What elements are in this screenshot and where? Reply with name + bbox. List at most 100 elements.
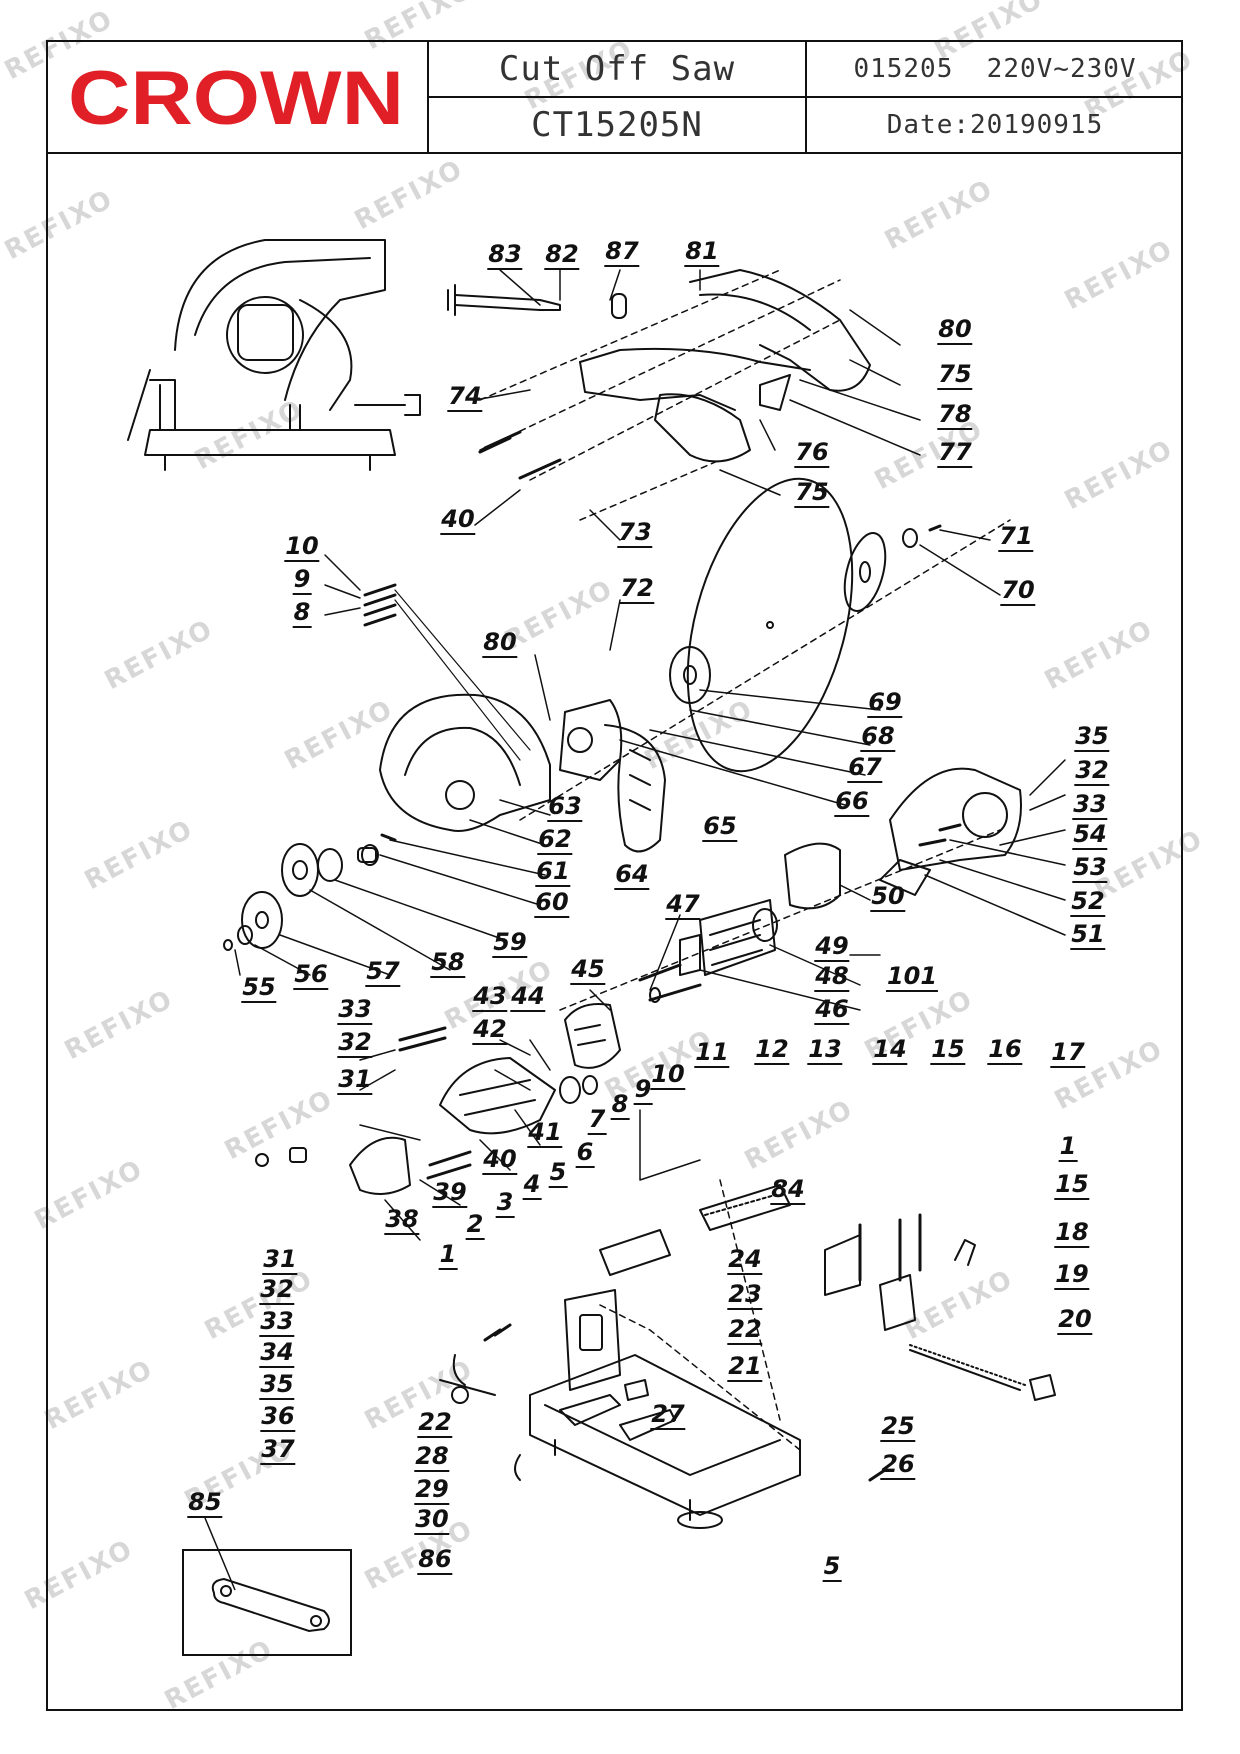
label-72: 72 — [619, 574, 655, 604]
label-73: 73 — [617, 518, 653, 548]
voltage: 220V~230V — [986, 54, 1137, 84]
label-58: 58 — [430, 948, 466, 978]
crown-logo: CROWN — [66, 58, 406, 138]
label-51: 51 — [1070, 920, 1106, 950]
svg-text:CROWN: CROWN — [68, 58, 404, 138]
label-85: 85 — [187, 1488, 223, 1518]
label-7: 7 — [587, 1105, 607, 1135]
header-bottom-rule — [46, 152, 1183, 154]
label-83: 83 — [487, 240, 523, 270]
label-101: 101 — [885, 962, 939, 992]
label-3: 3 — [495, 1188, 515, 1218]
label-49: 49 — [814, 932, 850, 962]
motor-housing — [679, 767, 1022, 976]
label-36: 36 — [260, 1402, 296, 1432]
date-cell: Date:20190915 — [886, 110, 1104, 140]
label-38: 38 — [384, 1205, 420, 1235]
label-70: 70 — [1000, 576, 1036, 606]
label-78: 78 — [937, 400, 973, 430]
label-84: 84 — [770, 1175, 806, 1205]
label-10: 10 — [650, 1060, 686, 1090]
label-75: 75 — [937, 360, 973, 390]
label-57: 57 — [365, 957, 401, 987]
header-mid-rule — [427, 96, 1183, 98]
label-22: 22 — [727, 1315, 763, 1345]
label-33: 33 — [337, 995, 373, 1025]
label-63: 63 — [547, 792, 583, 822]
label-15: 15 — [1054, 1170, 1090, 1200]
label-45: 45 — [570, 955, 606, 985]
label-53: 53 — [1072, 853, 1108, 883]
label-35: 35 — [1074, 722, 1110, 752]
label-69: 69 — [867, 688, 903, 718]
label-32: 32 — [259, 1275, 295, 1305]
label-2: 2 — [465, 1210, 485, 1240]
label-40: 40 — [440, 505, 476, 535]
label-30: 30 — [414, 1505, 450, 1535]
wrench-inset-box — [182, 1549, 352, 1656]
label-62: 62 — [537, 825, 573, 855]
label-41: 41 — [527, 1118, 563, 1148]
label-19: 19 — [1054, 1260, 1090, 1290]
label-81: 81 — [684, 237, 720, 267]
label-16: 16 — [987, 1035, 1023, 1065]
label-17: 17 — [1050, 1038, 1086, 1068]
label-76: 76 — [794, 438, 830, 468]
label-28: 28 — [414, 1442, 450, 1472]
label-27: 27 — [650, 1400, 686, 1430]
model-number: CT15205N — [531, 105, 703, 145]
label-61: 61 — [535, 857, 571, 887]
label-80: 80 — [937, 315, 973, 345]
label-12: 12 — [754, 1035, 790, 1065]
label-31: 31 — [337, 1065, 373, 1095]
label-15: 15 — [930, 1035, 966, 1065]
label-43: 43 — [472, 982, 508, 1012]
label-47: 47 — [665, 890, 701, 920]
label-65: 65 — [702, 812, 738, 842]
label-66: 66 — [834, 787, 870, 817]
label-60: 60 — [534, 888, 570, 918]
label-1: 1 — [1058, 1132, 1078, 1162]
label-77: 77 — [937, 438, 973, 468]
label-74: 74 — [447, 382, 483, 412]
label-75: 75 — [794, 478, 830, 508]
label-26: 26 — [880, 1450, 916, 1480]
label-4: 4 — [522, 1170, 542, 1200]
label-35: 35 — [259, 1370, 295, 1400]
wheel-guard — [379, 693, 551, 832]
model-code: 015205 — [853, 54, 954, 84]
label-6: 6 — [575, 1138, 595, 1168]
label-8: 8 — [610, 1090, 630, 1120]
label-20: 20 — [1057, 1305, 1093, 1335]
label-5: 5 — [822, 1552, 842, 1582]
handle-assembly — [447, 269, 871, 463]
label-32: 32 — [1074, 756, 1110, 786]
label-87: 87 — [604, 237, 640, 267]
label-33: 33 — [1072, 790, 1108, 820]
label-37: 37 — [260, 1435, 296, 1465]
label-24: 24 — [727, 1245, 763, 1275]
label-18: 18 — [1054, 1218, 1090, 1248]
drawing-frame — [46, 40, 1183, 1711]
label-44: 44 — [510, 982, 546, 1012]
product-name: Cut Off Saw — [498, 49, 736, 89]
label-46: 46 — [814, 995, 850, 1025]
label-71: 71 — [998, 522, 1034, 552]
label-9: 9 — [633, 1075, 653, 1105]
label-25: 25 — [880, 1412, 916, 1442]
label-82: 82 — [544, 240, 580, 270]
label-50: 50 — [870, 882, 906, 912]
label-23: 23 — [727, 1280, 763, 1310]
label-8: 8 — [292, 598, 312, 628]
label-39: 39 — [432, 1178, 468, 1208]
assembled-saw-thumbnail — [127, 239, 421, 471]
label-64: 64 — [614, 860, 650, 890]
label-1: 1 — [438, 1240, 458, 1270]
label-59: 59 — [492, 928, 528, 958]
model-code-voltage: 015205 220V~230V — [807, 42, 1183, 96]
label-13: 13 — [807, 1035, 843, 1065]
label-48: 48 — [814, 962, 850, 992]
label-80: 80 — [482, 628, 518, 658]
label-33: 33 — [259, 1307, 295, 1337]
